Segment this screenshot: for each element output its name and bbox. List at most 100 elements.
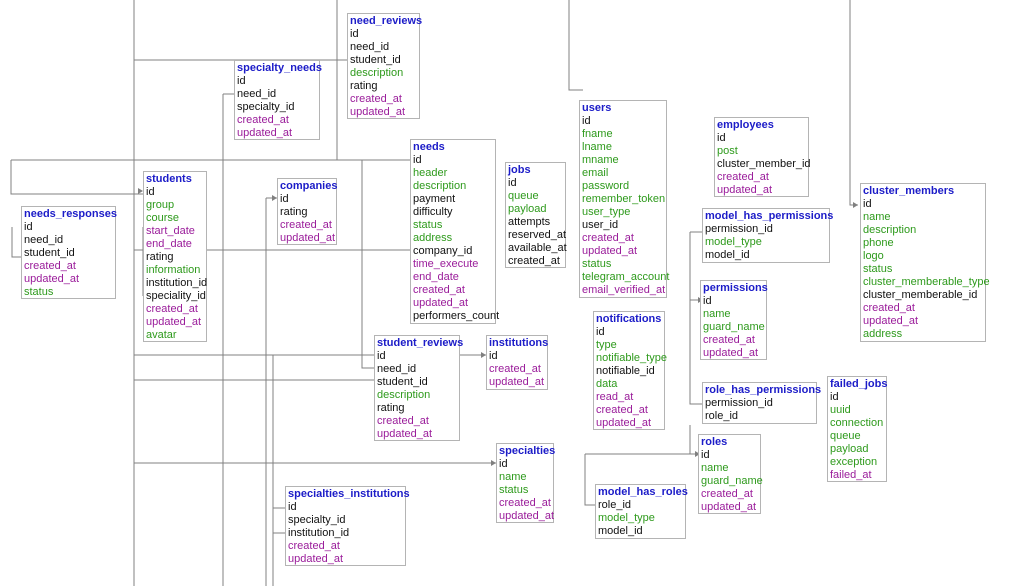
field-row: mname [582, 154, 619, 166]
field-row: institution_id [288, 527, 350, 539]
field-row: id [499, 458, 508, 470]
field-row: description [863, 224, 917, 236]
field-row: group [146, 199, 175, 211]
field-row: model_type [598, 512, 655, 524]
field-row: information [146, 264, 201, 276]
field-row: created_at [703, 334, 755, 346]
field-row: created_at [508, 255, 560, 267]
field-row: lname [582, 141, 612, 153]
field-row: created_at [413, 284, 465, 296]
field-row: attempts [508, 216, 551, 228]
field-row: permission_id [705, 397, 773, 409]
field-row: cluster_memberable_id [863, 289, 978, 301]
field-row: model_type [705, 236, 762, 248]
field-row: performers_count [413, 310, 500, 322]
field-row: id [830, 391, 839, 403]
field-row: created_at [717, 171, 769, 183]
field-row: description [377, 389, 431, 401]
table-title: specialties [499, 445, 556, 457]
field-row: status [413, 219, 443, 231]
field-row: user_type [582, 206, 631, 218]
field-row: id [596, 326, 605, 338]
field-row: guard_name [701, 475, 763, 487]
table-title: students [146, 173, 192, 185]
field-row: id [582, 115, 591, 127]
field-row: post [717, 145, 738, 157]
field-row: student_id [377, 376, 428, 388]
field-row: name [499, 471, 527, 483]
field-row: user_id [582, 219, 619, 231]
field-row: updated_at [413, 297, 469, 309]
table-title: users [582, 102, 612, 114]
field-row: address [863, 328, 903, 340]
relation-line [10, 160, 143, 195]
field-row: updated_at [24, 273, 80, 285]
field-row: updated_at [499, 510, 555, 522]
table-title: specialty_needs [237, 62, 322, 74]
relation-line [584, 454, 596, 506]
table-title: jobs [508, 164, 531, 176]
field-row: password [582, 180, 630, 192]
field-row: id [24, 221, 33, 233]
table-title: cluster_members [863, 185, 955, 197]
field-row: speciality_id [146, 290, 206, 302]
relation-line [849, 160, 858, 206]
field-row: time_execute [413, 258, 479, 270]
field-row: created_at [701, 488, 753, 500]
table-title: model_has_permissions [705, 210, 834, 222]
field-row: email [582, 167, 609, 179]
field-row: course [146, 212, 180, 224]
field-row: created_at [499, 497, 551, 509]
table-title: model_has_roles [598, 486, 688, 498]
table-title: needs_responses [24, 208, 117, 220]
field-row: updated_at [582, 245, 638, 257]
field-row: updated_at [377, 428, 433, 440]
relation-line [361, 160, 375, 369]
arrow-head [272, 195, 277, 201]
field-row: need_id [350, 41, 390, 53]
field-row: id [508, 177, 517, 189]
field-row: rating [350, 80, 378, 92]
field-row: rating [377, 402, 405, 414]
field-row: difficulty [413, 206, 453, 218]
field-row: id [489, 350, 498, 362]
field-row: created_at [288, 540, 340, 552]
field-row: rating [280, 206, 308, 218]
field-row: updated_at [280, 232, 336, 244]
table-title: institutions [489, 337, 549, 349]
field-row: start_date [146, 225, 195, 237]
field-row: created_at [489, 363, 541, 375]
table-title: role_has_permissions [705, 384, 822, 396]
field-row: rating [146, 251, 174, 263]
field-row: guard_name [703, 321, 765, 333]
table-title: student_reviews [377, 337, 464, 349]
field-row: address [413, 232, 453, 244]
field-row: created_at [350, 93, 402, 105]
field-row: specialty_id [237, 101, 295, 113]
field-row: failed_at [830, 469, 872, 481]
arrow-head [138, 188, 143, 194]
